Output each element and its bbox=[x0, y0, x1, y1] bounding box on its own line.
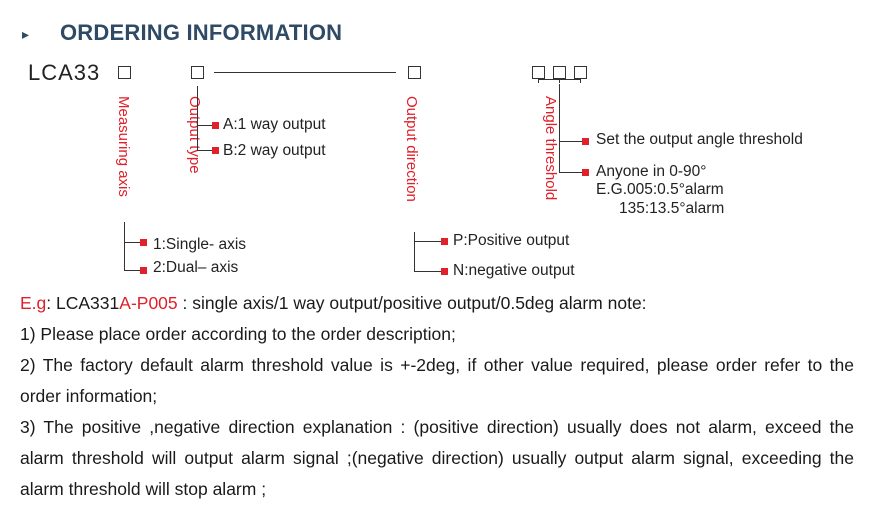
option-single-axis: 1:Single- axis bbox=[153, 236, 247, 253]
order-example: E.g: LCA331A-P005 : single axis/1 way ou… bbox=[20, 293, 647, 313]
bullet-icon bbox=[140, 267, 147, 274]
bullet-icon bbox=[212, 122, 219, 129]
option-output-type-b: B:2 way output bbox=[223, 142, 326, 159]
output-direction-code-box bbox=[408, 66, 421, 79]
threshold-code-box-2 bbox=[553, 66, 566, 79]
threshold-range: Anyone in 0-90° bbox=[596, 163, 707, 180]
bullet-icon bbox=[441, 268, 448, 275]
section-title: ORDERING INFORMATION bbox=[60, 20, 343, 45]
header-arrow-icon: ▸ bbox=[22, 26, 30, 42]
threshold-desc: Set the output angle threshold bbox=[596, 131, 803, 148]
option-positive-output: P:Positive output bbox=[453, 232, 570, 249]
option-negative-output: N:negative output bbox=[453, 262, 575, 279]
measuring-axis-label: Measuring axis bbox=[115, 96, 132, 197]
output-type-label: Output type bbox=[186, 96, 203, 174]
threshold-code-box-1 bbox=[532, 66, 545, 79]
threshold-example-2: 135:13.5°alarm bbox=[619, 200, 725, 217]
threshold-example-1: E.G.005:0.5°alarm bbox=[596, 181, 724, 198]
axis-code-box bbox=[118, 66, 131, 79]
bullet-icon bbox=[441, 238, 448, 245]
threshold-code-box-3 bbox=[574, 66, 587, 79]
bullet-icon bbox=[140, 239, 147, 246]
output-type-code-box bbox=[191, 66, 204, 79]
output-direction-label: Output direction bbox=[403, 96, 420, 202]
connector-line bbox=[214, 72, 396, 73]
bullet-icon bbox=[582, 169, 589, 176]
note-3: 3) The positive ,negative direction expl… bbox=[20, 417, 854, 499]
angle-threshold-label: Angle threshold bbox=[542, 96, 559, 201]
bullet-icon bbox=[582, 138, 589, 145]
bullet-icon bbox=[212, 147, 219, 154]
note-1: 1) Please place order according to the o… bbox=[20, 324, 456, 344]
ordering-notes: E.g: LCA331A-P005 : single axis/1 way ou… bbox=[20, 288, 854, 505]
option-output-type-a: A:1 way output bbox=[223, 116, 326, 133]
note-2: 2) The factory default alarm threshold v… bbox=[20, 355, 854, 406]
model-prefix: LCA33 bbox=[28, 60, 101, 85]
option-dual-axis: 2:Dual– axis bbox=[153, 259, 239, 276]
